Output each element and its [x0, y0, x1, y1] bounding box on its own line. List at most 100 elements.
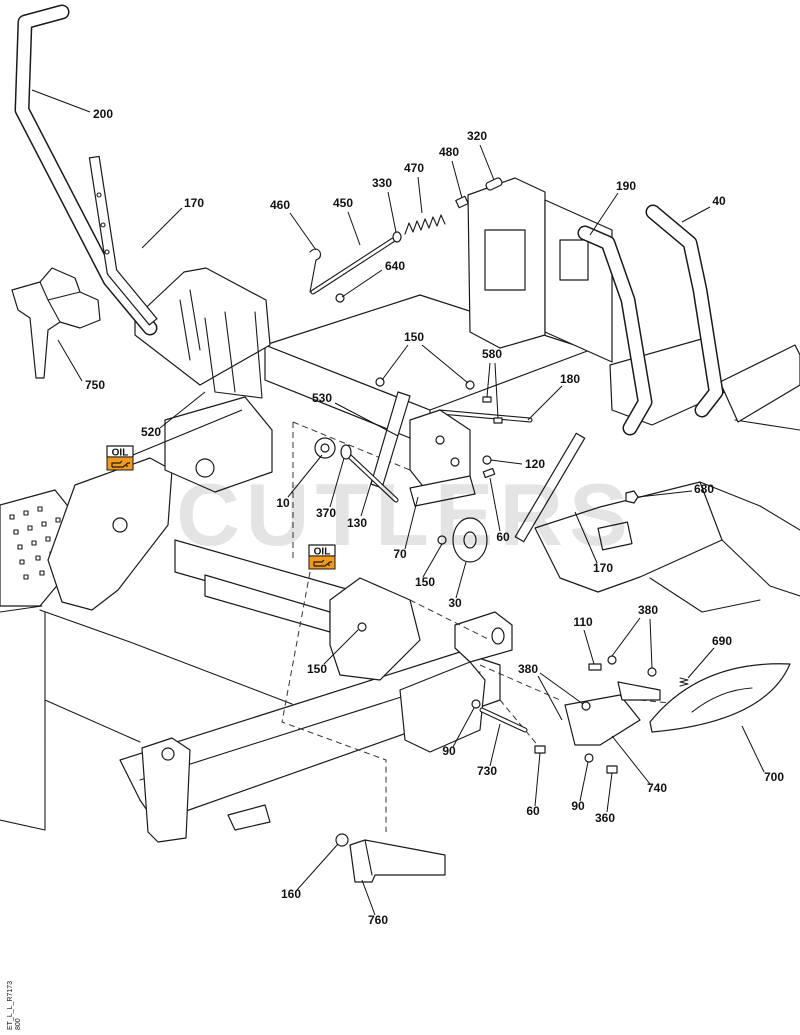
- bracket-760-fold: [364, 839, 373, 876]
- pivot-rod-130: [343, 450, 398, 502]
- bar-hole-2: [100, 222, 106, 228]
- spring-470: [404, 214, 446, 235]
- callout-120: 120: [525, 457, 545, 471]
- side-plate-window: [559, 239, 589, 281]
- oil-badge-1-leader: [132, 409, 243, 456]
- plate-700: [649, 663, 791, 733]
- callout-680: 680: [694, 482, 714, 496]
- pin-320: [485, 177, 503, 191]
- bar-hole-1: [96, 192, 102, 198]
- bar-170-right: [516, 434, 584, 541]
- drawing-ref-code: ET_L_L_R7173: [7, 981, 14, 1030]
- leader-60: [489, 477, 501, 532]
- callout-70: 70: [393, 547, 407, 561]
- bracket-hole-a: [435, 435, 445, 445]
- rear-bracket-center: [329, 577, 421, 681]
- nut-160: [335, 833, 349, 847]
- pin-480: [455, 195, 469, 209]
- handle-40: [647, 206, 722, 416]
- nut-380-c: [581, 701, 591, 711]
- bracket-740: [564, 694, 641, 746]
- oil-badge-1: OIL: [106, 445, 134, 471]
- bolt-60: [482, 467, 496, 479]
- nut-380-a: [607, 655, 617, 665]
- leader-580-a: [486, 362, 491, 398]
- bolt-580-a: [482, 396, 492, 403]
- bolt-680: [625, 490, 639, 504]
- link-rod-180: [438, 410, 532, 422]
- nut-90-b: [584, 753, 594, 763]
- callout-170-right: 170: [593, 561, 613, 575]
- leader-530: [334, 402, 399, 437]
- callout-40: 40: [712, 194, 726, 208]
- callout-730: 730: [477, 764, 497, 778]
- callout-150-c: 150: [307, 662, 327, 676]
- leader-150-b: [421, 344, 469, 384]
- leader-470: [417, 176, 423, 214]
- leader-520: [159, 391, 206, 429]
- right-rail: [719, 344, 800, 423]
- leader-370: [329, 457, 345, 508]
- leader-160: [296, 843, 339, 891]
- leader-680: [637, 490, 693, 498]
- nut-120: [482, 455, 492, 465]
- leader-200: [31, 89, 91, 113]
- callout-90-b: 90: [571, 799, 585, 813]
- leader-170-right: [574, 511, 598, 564]
- clip-640: [335, 293, 345, 303]
- oil-can-icon: [313, 559, 332, 567]
- callout-60-lower: 60: [526, 804, 540, 818]
- washer-330: [392, 231, 402, 243]
- callout-760: 760: [368, 913, 388, 927]
- callout-380-a: 380: [638, 603, 658, 617]
- leader-700: [741, 725, 765, 773]
- oil-badge-2: OIL: [308, 544, 336, 570]
- callout-110: 110: [573, 615, 593, 629]
- chassis-frame: [0, 177, 800, 843]
- centre-parts: [309, 177, 639, 632]
- callout-90-a: 90: [442, 744, 456, 758]
- leader-690: [687, 647, 715, 679]
- leader-110: [583, 629, 595, 665]
- callout-690: 690: [712, 634, 732, 648]
- leader-190: [589, 192, 619, 236]
- leader-330: [387, 191, 397, 233]
- bracket-hole: [112, 517, 128, 533]
- handles: [11, 4, 724, 543]
- tower-slot: [484, 229, 526, 291]
- callout-10: 10: [276, 496, 290, 510]
- leader-740: [611, 735, 651, 785]
- dashed-line-4: [479, 664, 561, 701]
- bracket-760: [349, 839, 446, 883]
- tube-bore: [491, 627, 505, 645]
- leader-30: [455, 561, 467, 599]
- callout-30: 30: [448, 596, 462, 610]
- gearbox-bore: [195, 458, 215, 478]
- dashed-line-6: [499, 699, 541, 749]
- leader-150-a: [381, 344, 409, 381]
- callout-450: 450: [333, 196, 353, 210]
- leader-170: [141, 207, 183, 249]
- callout-180: 180: [560, 372, 580, 386]
- leader-460: [289, 212, 317, 251]
- oil-badge-text: OIL: [314, 547, 331, 558]
- callout-60: 60: [496, 530, 510, 544]
- callout-150-a: 150: [404, 330, 424, 344]
- leader-40: [681, 206, 711, 223]
- leader-lines: [31, 89, 765, 916]
- spring-690: [679, 677, 689, 687]
- bottom-parts: [335, 833, 446, 883]
- leader-130: [360, 479, 373, 517]
- nut-150-d: [357, 622, 367, 632]
- lower-right-parts: [471, 655, 791, 774]
- callout-320: 320: [467, 129, 487, 143]
- leader-450: [347, 211, 361, 246]
- callout-380-b: 380: [518, 662, 538, 676]
- callout-160: 160: [281, 887, 301, 901]
- handle-190: [579, 227, 651, 434]
- callout-330: 330: [372, 176, 392, 190]
- watermark: CUTLERS: [176, 465, 634, 564]
- callout-640: 640: [385, 259, 405, 273]
- leader-730: [489, 723, 501, 767]
- callout-530: 530: [312, 391, 332, 405]
